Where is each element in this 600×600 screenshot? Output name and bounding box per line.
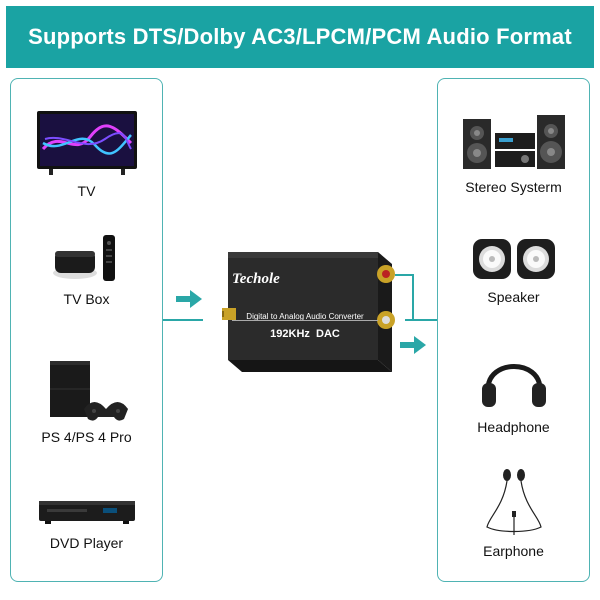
dac-caption: Digital to Analog Audio Converter	[232, 306, 378, 324]
headphone-icon	[438, 349, 589, 413]
banner-title: Supports DTS/Dolby AC3/LPCM/PCM Audio Fo…	[6, 6, 594, 68]
source-label: TV Box	[63, 291, 110, 307]
dac-brand: Techole	[232, 270, 378, 288]
source-label: PS 4/PS 4 Pro	[41, 429, 132, 445]
dac-converter: Techole Digital to Analog Audio Converte…	[220, 248, 408, 401]
output-label: Earphone	[483, 543, 544, 559]
output-label: Stereo Systerm	[465, 179, 562, 195]
input-arrow-icon	[176, 290, 202, 308]
earphone-icon	[438, 467, 589, 537]
speaker-icon	[438, 237, 589, 283]
dac-divider	[232, 320, 378, 321]
output-stereo: Stereo Systerm	[438, 111, 589, 195]
source-dvd: DVD Player	[11, 493, 162, 551]
output-wire-vertical	[412, 274, 414, 320]
dac-brand-text: Techole	[232, 271, 280, 287]
source-tv: TV	[11, 109, 162, 199]
output-wire-upper	[395, 274, 413, 276]
tv-icon	[11, 109, 162, 177]
dac-caption-text: Digital to Analog Audio Converter	[246, 312, 364, 321]
dac-spec-text: 192KHz DAC	[270, 328, 340, 340]
dac-spec: 192KHz DAC	[232, 324, 378, 342]
source-panel: TV TV Box	[10, 78, 163, 582]
output-panel: Stereo Systerm Speaker Headphone	[437, 78, 590, 582]
source-console: PS 4/PS 4 Pro	[11, 359, 162, 445]
output-wire	[405, 319, 437, 321]
output-headphone: Headphone	[438, 349, 589, 435]
input-wire	[163, 319, 203, 321]
tv-box-icon	[11, 233, 162, 285]
output-speaker: Speaker	[438, 237, 589, 305]
source-label: TV	[77, 183, 96, 199]
source-label: DVD Player	[49, 535, 124, 551]
game-console-icon	[11, 359, 162, 423]
dvd-player-icon	[11, 493, 162, 529]
source-tv-box: TV Box	[11, 233, 162, 307]
output-arrow-icon	[400, 336, 426, 354]
stereo-system-icon	[438, 111, 589, 173]
output-earphone: Earphone	[438, 467, 589, 559]
output-label: Speaker	[487, 289, 540, 305]
output-label: Headphone	[477, 419, 550, 435]
